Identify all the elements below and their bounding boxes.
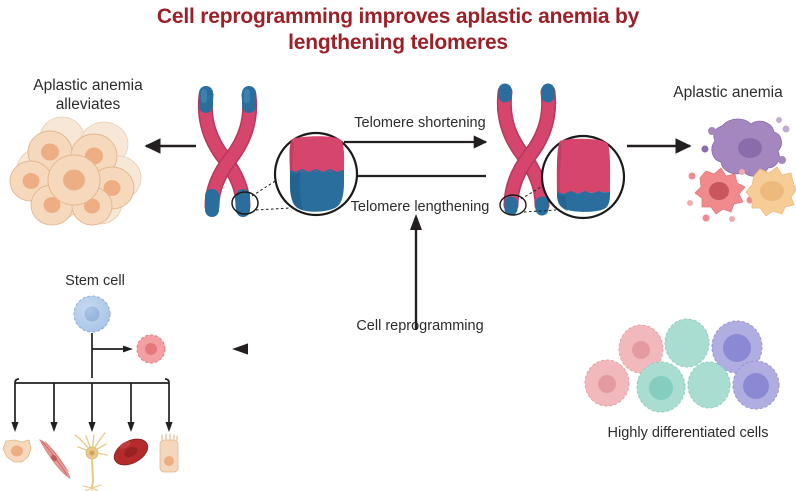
anemia-cell-orange xyxy=(745,166,796,217)
healthy-cell-cluster xyxy=(9,116,142,226)
telomere-magnifier-short xyxy=(540,134,626,220)
label-aplastic-anemia: Aplastic anemia xyxy=(673,84,783,101)
differentiated-cell-erythrocyte xyxy=(113,438,149,466)
diff-cell-purple-1 xyxy=(711,320,763,374)
label-telomere-lengthening: Telomere lengthening xyxy=(350,199,490,215)
differentiated-cell-epithelial xyxy=(159,433,179,473)
anemia-cell-purple xyxy=(701,117,790,185)
title-line-1: Cell reprogramming improves aplastic ane… xyxy=(156,5,640,28)
differentiated-cell-muscle xyxy=(39,439,71,479)
differentiated-cell-fibroblast xyxy=(2,439,32,463)
label-stem-cell: Stem cell xyxy=(65,273,125,289)
aplastic-anemia-cells xyxy=(687,117,796,222)
arrow-reprogramming-to-lengthening xyxy=(410,214,422,330)
stem-cell-icon xyxy=(73,295,111,333)
telomere-highlight-ring-left xyxy=(231,191,259,215)
diff-cell-pink-2 xyxy=(584,359,630,407)
diff-cell-pink-1 xyxy=(618,324,664,374)
telomere-magnifier-long xyxy=(273,131,359,217)
diff-cell-purple-2 xyxy=(732,360,780,410)
title-line-2: lengthening telomeres xyxy=(288,31,508,54)
label-highly-differentiated-cells: Highly differentiated cells xyxy=(607,425,769,441)
differentiated-cell-neuron xyxy=(74,432,108,491)
chromosome-short-telomere xyxy=(496,83,557,216)
telomere-highlight-ring-right xyxy=(499,194,527,216)
diff-cell-teal-1 xyxy=(664,318,710,368)
stem-cell-tree xyxy=(2,295,179,491)
diff-cell-teal-3 xyxy=(687,361,731,409)
label-telomere-shortening: Telomere shortening xyxy=(354,115,486,131)
highly-differentiated-cells-group xyxy=(584,318,780,413)
progenitor-cell-pink xyxy=(136,334,166,364)
label-cell-reprogramming: Cell reprogramming xyxy=(356,318,484,334)
arrow-cell-reprogramming xyxy=(232,343,618,355)
page-title: Cell reprogramming improves aplastic ane… xyxy=(0,4,796,56)
magnifier-leader-right xyxy=(520,180,557,213)
label-aplastic-anemia-alleviates: Aplastic anemia alleviates xyxy=(33,77,143,113)
anemia-cell-pink xyxy=(687,167,754,222)
diff-cell-teal-2 xyxy=(636,361,686,413)
